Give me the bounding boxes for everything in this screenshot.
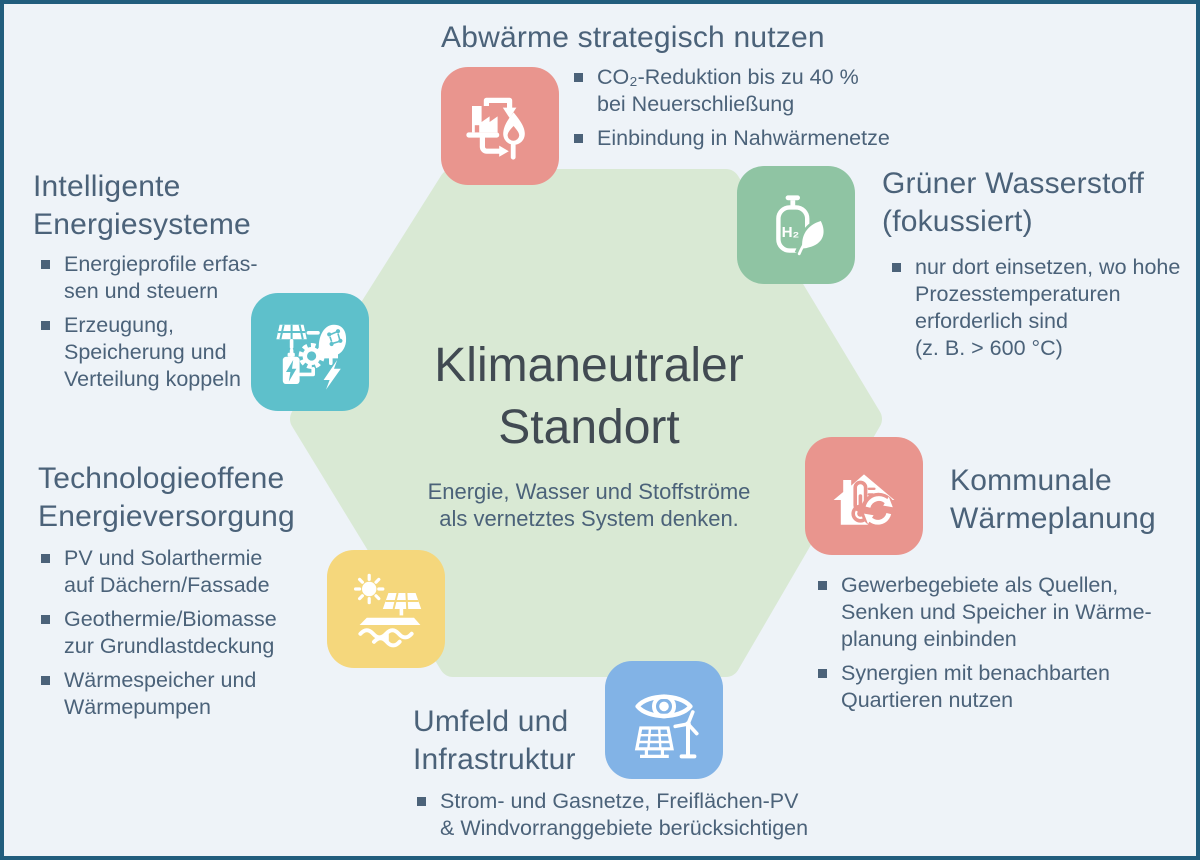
- bullet-text: nur dort einsetzen, wo hohe Prozesstempe…: [915, 255, 1181, 360]
- bullet-item: Geothermie/Biomasse zur Grundlastdeckung: [41, 606, 277, 660]
- bullet-marker: [818, 669, 827, 678]
- bullet-marker: [574, 134, 583, 143]
- bullet-marker: [41, 260, 50, 269]
- bullet-text: Gewerbegebiete als Quellen, Senken und S…: [841, 573, 1152, 651]
- smart-energy-network-icon: [276, 324, 347, 390]
- eye-solar-wind-icon: [634, 694, 699, 759]
- hydrogen-cylinder-leaf-icon: H₂: [776, 195, 827, 256]
- bullet-marker: [41, 554, 50, 563]
- bullet-text: Erzeugung, Speicherung und Verteilung ko…: [64, 313, 241, 391]
- bullet-text: PV und Solarthermie auf Dächern/Fassade: [64, 546, 270, 597]
- section-title-tech-open: Technologieoffene Energieversorgung: [38, 462, 295, 533]
- bullet-text: Synergien mit benachbarten Quartieren nu…: [841, 661, 1110, 712]
- bullet-item: Erzeugung, Speicherung und Verteilung ko…: [41, 312, 258, 393]
- bullet-marker: [41, 676, 50, 685]
- bullet-marker: [417, 797, 426, 806]
- bullet-marker: [892, 263, 901, 272]
- bullet-text: Energieprofile erfas- sen und steuern: [64, 252, 258, 303]
- hydrogen-bullets: nur dort einsetzen, wo hohe Prozesstempe…: [892, 254, 1180, 369]
- municipal-heat-bullets: Gewerbegebiete als Quellen, Senken und S…: [818, 572, 1152, 721]
- hydrogen-tile: H₂: [737, 166, 855, 284]
- bullet-marker: [41, 615, 50, 624]
- waste-heat-tile: [441, 67, 559, 185]
- section-title-municipal-heat: Kommunale Wärmeplanung: [950, 464, 1156, 535]
- bullet-text: CO₂-Reduktion bis zu 40 % bei Neuerschli…: [597, 65, 859, 116]
- section-title-environment: Umfeld und Infrastruktur: [413, 705, 576, 776]
- sun-solar-panel-icon: [354, 573, 422, 648]
- svg-text:H₂: H₂: [782, 224, 800, 241]
- section-title-smart-energy: Intelligente Energiesysteme: [33, 170, 251, 241]
- smart-energy-bullets: Energieprofile erfas- sen und steuern Er…: [41, 251, 258, 400]
- environment-bullets: Strom- und Gasnetze, Freiflächen-PV & Wi…: [417, 788, 808, 849]
- bullet-text: Strom- und Gasnetze, Freiflächen-PV & Wi…: [440, 789, 809, 840]
- bullet-item: Wärmespeicher und Wärmepumpen: [41, 667, 277, 721]
- environment-tile: [605, 661, 723, 779]
- bullet-marker: [574, 73, 583, 82]
- bullet-item: CO₂-Reduktion bis zu 40 % bei Neuerschli…: [574, 64, 890, 118]
- smart-energy-tile: [251, 293, 369, 411]
- municipal-heat-tile: [805, 437, 923, 555]
- bullet-item: Einbindung in Nahwärmenetze: [574, 125, 890, 152]
- bullet-item: Energieprofile erfas- sen und steuern: [41, 251, 258, 305]
- waste-heat-bullets: CO₂-Reduktion bis zu 40 % bei Neuerschli…: [574, 64, 890, 159]
- tech-open-tile: [327, 550, 445, 668]
- section-title-waste-heat: Abwärme strategisch nutzen: [441, 21, 825, 54]
- bullet-item: PV und Solarthermie auf Dächern/Fassade: [41, 545, 277, 599]
- bullet-item: Gewerbegebiete als Quellen, Senken und S…: [818, 572, 1152, 653]
- section-title-hydrogen: Grüner Wasserstoff (fokussiert): [882, 167, 1145, 238]
- bullet-item: nur dort einsetzen, wo hohe Prozesstempe…: [892, 254, 1180, 362]
- bullet-item: Strom- und Gasnetze, Freiflächen-PV & Wi…: [417, 788, 808, 842]
- factory-waste-heat-icon: [466, 97, 525, 160]
- house-thermometer-recycle-icon: [833, 474, 896, 528]
- bullet-marker: [818, 581, 827, 590]
- hexagon-background: [290, 169, 882, 677]
- center-title: Klimaneutraler Standort: [434, 339, 744, 454]
- tech-open-bullets: PV und Solarthermie auf Dächern/Fassade …: [41, 545, 277, 728]
- center-subtitle: Energie, Wasser und Stoffströme als vern…: [427, 479, 751, 531]
- bullet-text: Wärmespeicher und Wärmepumpen: [64, 668, 257, 719]
- bullet-marker: [41, 321, 50, 330]
- bullet-item: Synergien mit benachbarten Quartieren nu…: [818, 660, 1152, 714]
- bullet-text: Geothermie/Biomasse zur Grundlastdeckung: [64, 607, 277, 658]
- bullet-text: Einbindung in Nahwärmenetze: [597, 126, 890, 150]
